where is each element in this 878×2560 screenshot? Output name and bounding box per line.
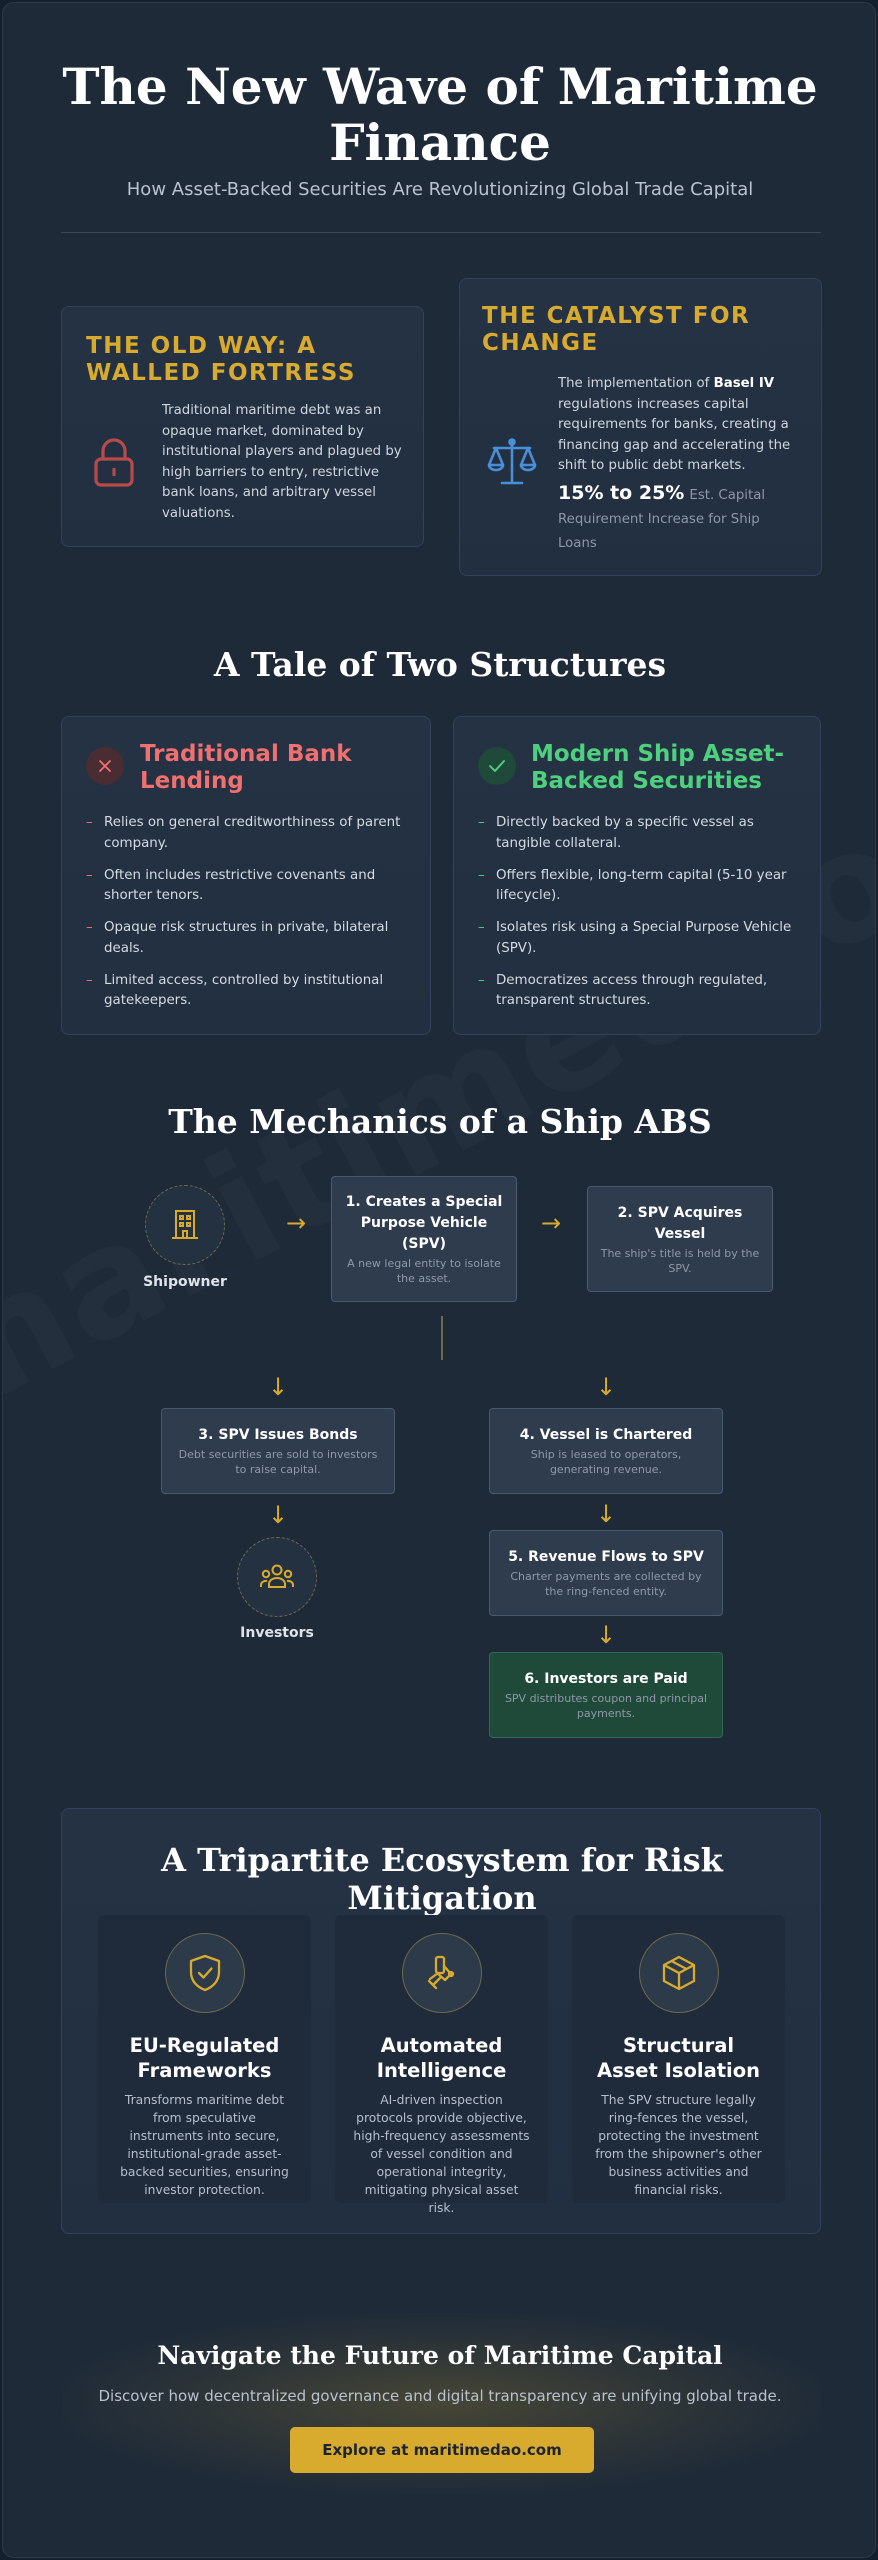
- old-way-heading: THE OLD WAY: A WALLED FORTRESS: [86, 333, 356, 386]
- step-6-title: 6. Investors are Paid: [524, 1671, 688, 1687]
- arrow-down-icon: ↓: [595, 1621, 617, 1649]
- step-3-box: 3. SPV Issues Bonds Debt securities are …: [161, 1408, 395, 1494]
- step-1-desc: A new legal entity to isolate the asset.: [347, 1257, 501, 1285]
- header-divider: [61, 232, 821, 233]
- step-5-title: 5. Revenue Flows to SPV: [508, 1549, 704, 1565]
- list-item: –Opaque risk structures in private, bila…: [86, 920, 389, 956]
- step-2-desc: The ship's title is held by the SPV.: [600, 1246, 760, 1275]
- step-3-desc: Debt securities are sold to investors to…: [178, 1448, 378, 1476]
- users-icon: [260, 1564, 294, 1588]
- step-1-box: 1. Creates a Special Purpose Vehicle (SP…: [331, 1176, 517, 1302]
- arrow-right-icon: →: [540, 1209, 562, 1237]
- arrow-right-icon: →: [285, 1209, 307, 1237]
- traditional-heading: Traditional Bank Lending: [140, 741, 352, 794]
- x-icon: [86, 747, 124, 785]
- step-6-box: 6. Investors are Paid SPV distributes co…: [489, 1652, 723, 1738]
- catalyst-body: The implementation of Basel IV regulatio…: [558, 376, 791, 473]
- robot-arm-icon: [401, 1933, 482, 2013]
- old-way-body: Traditional maritime debt was an opaque …: [162, 403, 402, 521]
- pillar-card: EU-Regulated Frameworks Transforms marit…: [98, 1915, 311, 2203]
- investors-label: Investors: [240, 1625, 314, 1641]
- pillar-desc: The SPV structure legally ring-fences th…: [595, 2093, 762, 2197]
- pillar-title: Structural Asset Isolation: [596, 2034, 761, 2082]
- stat-value: 15% to 25%: [558, 482, 685, 504]
- ecosystem-title: A Tripartite Ecosystem for Risk Mitigati…: [161, 1841, 723, 1917]
- catalyst-heading: THE CATALYST FOR CHANGE: [482, 303, 751, 356]
- step-4-box: 4. Vessel is Chartered Ship is leased to…: [489, 1408, 723, 1494]
- traditional-list: –Relies on general creditworthiness of p…: [86, 813, 416, 1023]
- mechanics-title: The Mechanics of a Ship ABS: [168, 1102, 712, 1141]
- flow-connector-line: [441, 1316, 443, 1360]
- modern-card: Modern Ship Asset-Backed Securities –Dir…: [453, 716, 821, 1035]
- ecosystem-panel: A Tripartite Ecosystem for Risk Mitigati…: [61, 1808, 821, 2234]
- arrow-down-icon: ↓: [267, 1373, 289, 1401]
- check-icon: [478, 747, 516, 785]
- shield-check-icon: [164, 1933, 245, 2013]
- catalyst-card: THE CATALYST FOR CHANGE The implementati…: [459, 278, 822, 576]
- step-5-desc: Charter payments are collected by the ri…: [510, 1570, 702, 1598]
- step-2-box: 2. SPV Acquires Vessel The ship's title …: [587, 1186, 773, 1292]
- arrow-down-icon: ↓: [595, 1500, 617, 1528]
- pillar-title: Automated Intelligence: [376, 2034, 507, 2082]
- pillar-title: EU-Regulated Frameworks: [129, 2034, 280, 2082]
- arrow-down-icon: ↓: [267, 1501, 289, 1529]
- step-4-desc: Ship is leased to operators, generating …: [530, 1448, 682, 1476]
- old-way-card: THE OLD WAY: A WALLED FORTRESS Tradition…: [61, 306, 424, 547]
- arrow-down-icon: ↓: [595, 1373, 617, 1401]
- list-item: –Isolates risk using a Special Purpose V…: [478, 920, 792, 956]
- list-item: –Limited access, controlled by instituti…: [86, 972, 384, 1009]
- step-1-title: 1. Creates a Special Purpose Vehicle (SP…: [345, 1194, 503, 1252]
- shipowner-icon-circle: [145, 1185, 225, 1265]
- pillar-desc: Transforms maritime debt from speculativ…: [120, 2093, 289, 2197]
- cta-subtitle: Discover how decentralized governance an…: [98, 2387, 782, 2405]
- list-item: –Offers flexible, long-term capital (5-1…: [478, 867, 787, 904]
- list-item: –Often includes restrictive covenants an…: [86, 867, 376, 904]
- page-title: The New Wave of Maritime Finance: [62, 57, 818, 172]
- step-6-desc: SPV distributes coupon and principal pay…: [504, 1692, 708, 1720]
- list-item: –Directly backed by a specific vessel as…: [478, 815, 754, 851]
- lock-icon: [92, 435, 136, 489]
- shipowner-label: Shipowner: [143, 1274, 227, 1290]
- pillar-card: Structural Asset Isolation The SPV struc…: [572, 1915, 785, 2203]
- traditional-card: Traditional Bank Lending –Relies on gene…: [61, 716, 431, 1035]
- cube-icon: [638, 1933, 719, 2013]
- step-3-title: 3. SPV Issues Bonds: [198, 1427, 358, 1443]
- explore-button[interactable]: Explore at maritimedao.com: [290, 2427, 594, 2473]
- comparison-title: A Tale of Two Structures: [213, 645, 667, 684]
- stat-label: Est. Capital Requirement Increase for Sh…: [558, 488, 766, 551]
- pillar-card: Automated Intelligence AI-driven inspect…: [335, 1915, 548, 2215]
- step-2-title: 2. SPV Acquires Vessel: [617, 1204, 743, 1242]
- list-item: –Democratizes access through regulated, …: [478, 972, 768, 1009]
- pillar-desc: AI-driven inspection protocols provide o…: [353, 2093, 530, 2215]
- step-4-title: 4. Vessel is Chartered: [519, 1427, 693, 1443]
- cta-title: Navigate the Future of Maritime Capital: [157, 2341, 723, 2370]
- list-item: –Relies on general creditworthiness of p…: [86, 815, 401, 851]
- modern-heading: Modern Ship Asset-Backed Securities: [531, 741, 785, 794]
- page-subtitle: How Asset-Backed Securities Are Revoluti…: [126, 179, 754, 200]
- modern-list: –Directly backed by a specific vessel as…: [478, 813, 808, 1023]
- investors-icon-circle: [237, 1537, 317, 1617]
- step-5-box: 5. Revenue Flows to SPV Charter payments…: [489, 1530, 723, 1616]
- building-icon: [172, 1210, 198, 1239]
- catalyst-stat: 15% to 25% Est. Capital Requirement Incr…: [558, 482, 798, 555]
- basel-iv-term: Basel IV: [713, 376, 775, 391]
- scales-icon: [486, 435, 538, 489]
